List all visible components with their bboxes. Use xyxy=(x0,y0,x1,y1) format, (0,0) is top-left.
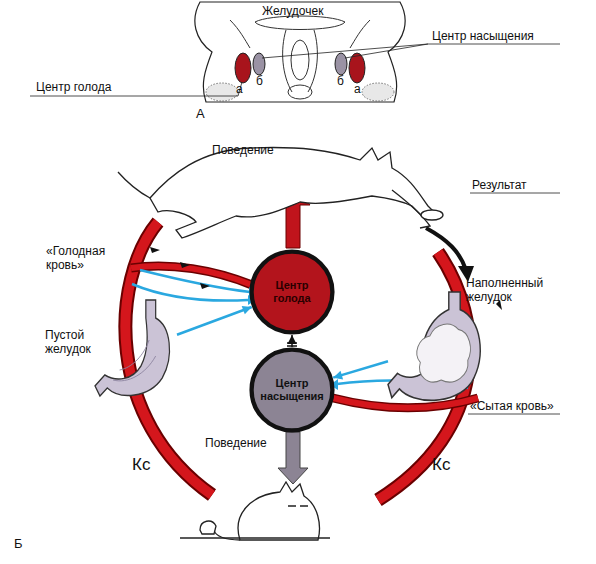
vessel xyxy=(378,252,469,500)
capsule-line xyxy=(230,20,370,48)
satiety-nucleus xyxy=(253,53,265,75)
arrow-head xyxy=(288,335,297,344)
ventricle-wall xyxy=(283,30,318,92)
hunger-nucleus xyxy=(235,53,251,83)
centre-circle xyxy=(252,350,333,431)
cat-eyes xyxy=(288,505,308,506)
blood-label: «Голодная кровь» xyxy=(46,244,128,273)
arrow-head xyxy=(333,371,343,380)
vessel-outline xyxy=(378,252,469,500)
vessel-branch xyxy=(333,398,478,408)
cat-tail xyxy=(118,172,150,198)
hunger-centre: Центр голода xyxy=(249,249,335,335)
centre-label: Центр голода xyxy=(249,249,335,335)
callout-letter: а xyxy=(354,82,366,96)
blood-vessels xyxy=(125,193,560,500)
inhibition-arrow xyxy=(287,335,297,347)
brain-outline xyxy=(195,2,405,102)
cat-body xyxy=(238,482,319,540)
leaping-cat xyxy=(118,148,443,239)
stomach-contents xyxy=(417,324,471,382)
result-label: Результат xyxy=(472,178,562,192)
full-stomach: Наполненный желудок xyxy=(388,292,483,402)
result-arrow xyxy=(426,228,466,270)
stomach-label: Пустой желудок xyxy=(45,328,97,357)
stomach-fold xyxy=(113,340,156,381)
panel-letter: А xyxy=(196,106,212,122)
leader-line xyxy=(262,44,560,58)
leader-line xyxy=(470,193,560,194)
dotted-region xyxy=(362,83,394,101)
connector-line xyxy=(177,307,252,335)
blue-pathway xyxy=(140,270,250,292)
mouse xyxy=(421,210,443,220)
stomach-label: Наполненный желудок xyxy=(466,276,561,305)
vessel-label: Кс xyxy=(432,455,462,475)
chiasm xyxy=(288,85,312,99)
leader-line xyxy=(468,414,560,415)
centre-circle xyxy=(252,252,333,333)
vessel-label: Кс xyxy=(132,455,162,475)
centre-label: Центр насыщения xyxy=(249,347,335,433)
hunger-nucleus xyxy=(349,53,365,83)
ground xyxy=(180,537,330,538)
empty-stomach-outline xyxy=(95,300,177,400)
inhibition-bar xyxy=(287,345,297,347)
callout-letter: а xyxy=(236,82,248,96)
behaviour-label: Поведение xyxy=(212,143,292,157)
stomach-shape xyxy=(388,292,480,400)
connector-line xyxy=(333,361,388,377)
inhibition-bar xyxy=(287,342,297,344)
callout-letter: б xyxy=(256,74,268,88)
brain-section xyxy=(30,2,560,102)
sleeping-cat xyxy=(180,482,330,540)
connector-line xyxy=(291,335,293,347)
vessel-outline xyxy=(333,398,478,408)
nerve-pathway xyxy=(333,361,388,379)
ventricle xyxy=(255,16,345,30)
behaviour-label: Поведение xyxy=(205,436,285,450)
mouse xyxy=(200,521,216,534)
behaviour-arrow xyxy=(278,432,308,484)
arrow-head xyxy=(242,306,252,314)
cat-paw xyxy=(392,190,430,228)
callout-letter: б xyxy=(337,74,349,88)
part-name: Центр голода xyxy=(36,80,146,94)
part-name: Желудочек xyxy=(262,4,342,18)
third-ventricle xyxy=(291,40,309,80)
part-name: Центр насыщения xyxy=(432,29,562,43)
cat-body xyxy=(150,148,436,239)
satiety-centre: Центр насыщения xyxy=(249,347,335,433)
blue-pathway xyxy=(132,284,248,301)
full-stomach-outline xyxy=(388,292,483,402)
blood-label: «Сытая кровь» xyxy=(470,399,570,413)
nerve-pathway xyxy=(177,306,252,335)
dotted-region xyxy=(206,83,238,101)
satiety-nucleus xyxy=(335,53,347,75)
empty-stomach: Пустой желудок xyxy=(95,300,177,400)
panel-letter: Б xyxy=(14,536,30,552)
stomach-shape xyxy=(95,300,169,396)
